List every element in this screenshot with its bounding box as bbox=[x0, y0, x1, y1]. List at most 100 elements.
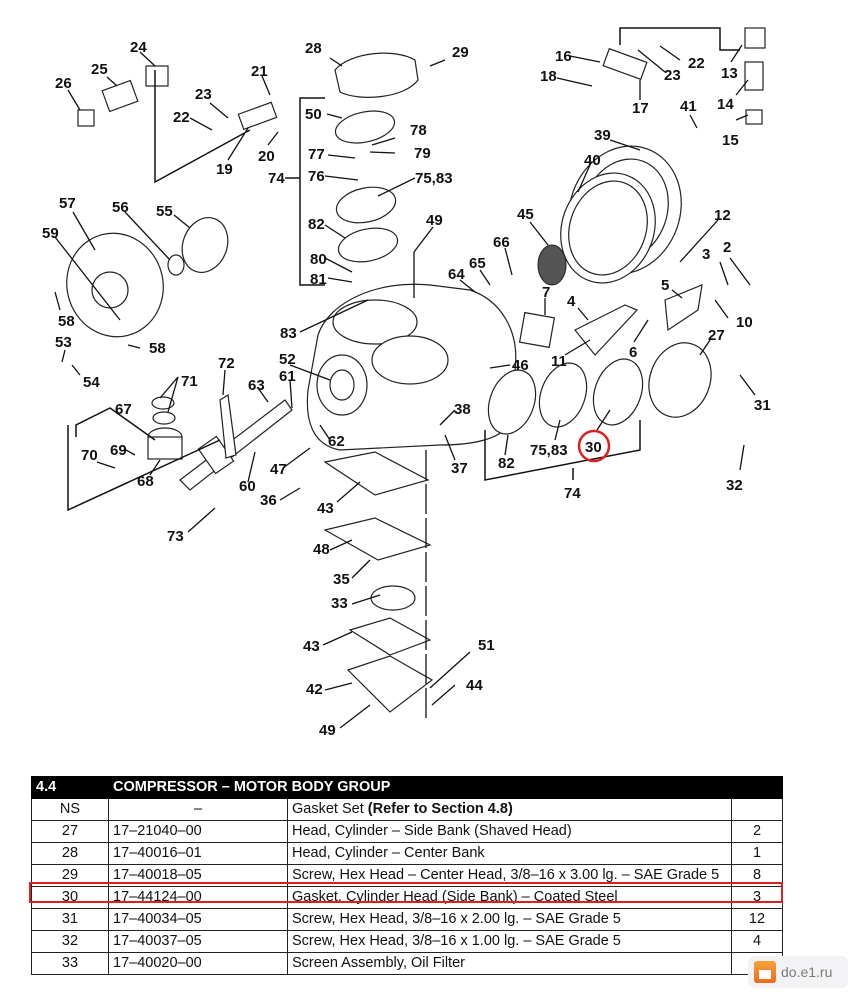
callout-68: 68 bbox=[137, 473, 154, 490]
cell-ns: 27 bbox=[31, 820, 109, 843]
terminal-plate-7 bbox=[518, 311, 556, 349]
watermark-text: do.e1.ru bbox=[781, 964, 833, 980]
cell-part-number: 17–40020–00 bbox=[108, 952, 288, 975]
cell-part-number: – bbox=[108, 798, 288, 821]
rotor-45 bbox=[537, 244, 567, 286]
cell-ns: 29 bbox=[31, 864, 109, 887]
callout-35: 35 bbox=[333, 571, 350, 588]
terminal-box-4 bbox=[574, 304, 639, 356]
gasket-40-inner bbox=[568, 180, 648, 276]
screen-33 bbox=[370, 585, 416, 611]
piston-rings-71b bbox=[152, 411, 176, 425]
callout-15: 15 bbox=[722, 132, 739, 149]
table-row: 27 17–21040–00 Head, Cylinder – Side Ban… bbox=[31, 820, 783, 843]
callout-55: 55 bbox=[156, 203, 173, 220]
callout-58-right: 58 bbox=[149, 340, 166, 357]
callout-39: 39 bbox=[594, 127, 611, 144]
watermark[interactable]: do.e1.ru bbox=[748, 956, 848, 988]
pump-end-bore bbox=[91, 271, 129, 309]
description-text: Gasket Set bbox=[292, 801, 368, 817]
callout-10: 10 bbox=[736, 314, 753, 331]
callout-73: 73 bbox=[167, 528, 184, 545]
e1-logo-icon bbox=[754, 961, 776, 983]
cell-description: Head, Cylinder – Center Bank bbox=[287, 842, 732, 865]
callout-11: 11 bbox=[551, 353, 567, 370]
callout-72: 72 bbox=[218, 355, 235, 372]
piston-rings-71a bbox=[151, 396, 175, 410]
table-row: 32 17–40037–05 Screw, Hex Head, 3/8–16 x… bbox=[31, 930, 783, 953]
parts-list-table: 4.4 COMPRESSOR – MOTOR BODY GROUP NS – G… bbox=[31, 776, 783, 975]
callout-29: 29 bbox=[452, 44, 469, 61]
crankshaft-60 bbox=[179, 399, 293, 491]
section-title: COMPRESSOR – MOTOR BODY GROUP bbox=[108, 776, 783, 799]
cell-ns: NS bbox=[31, 798, 109, 821]
callout-71: 71 bbox=[181, 373, 198, 390]
gasket-82-top bbox=[337, 227, 399, 263]
side-head-27 bbox=[648, 342, 712, 418]
callout-45: 45 bbox=[517, 206, 534, 223]
gasket-55 bbox=[181, 217, 229, 273]
cell-ns: 33 bbox=[31, 952, 109, 975]
table-row: 28 17–40016–01 Head, Cylinder – Center B… bbox=[31, 842, 783, 865]
callout-48: 48 bbox=[313, 541, 330, 558]
callout-82-side: 82 bbox=[498, 455, 515, 472]
callout-81: 81 bbox=[310, 271, 327, 288]
callout-21: 21 bbox=[251, 63, 268, 80]
callout-19: 19 bbox=[216, 161, 233, 178]
crankcase-bearing-inner bbox=[329, 369, 355, 401]
callout-12: 12 bbox=[714, 207, 731, 224]
callout-49-top: 49 bbox=[426, 212, 443, 229]
gasket-82-side bbox=[487, 369, 537, 435]
cell-description: Screen Assembly, Oil Filter bbox=[287, 952, 732, 975]
cell-qty: 3 bbox=[731, 886, 783, 909]
cell-part-number: 17–40037–05 bbox=[108, 930, 288, 953]
cell-part-number: 17–44124–00 bbox=[108, 886, 288, 909]
cell-part-number: 17–21040–00 bbox=[108, 820, 288, 843]
table-row: NS – Gasket Set (Refer to Section 4.8) bbox=[31, 798, 783, 821]
callout-23-right: 23 bbox=[664, 67, 681, 84]
callout-54: 54 bbox=[83, 374, 100, 391]
callout-27: 27 bbox=[708, 327, 725, 344]
gasket-30 bbox=[592, 358, 644, 426]
callout-30: 30 bbox=[585, 439, 602, 456]
crankcase-top-flange bbox=[332, 299, 418, 345]
callout-58-left: 58 bbox=[58, 313, 75, 330]
cell-qty: 8 bbox=[731, 864, 783, 887]
cell-ns: 30 bbox=[31, 886, 109, 909]
table-row-highlighted: 30 17–44124–00 Gasket, Cylinder Head (Si… bbox=[31, 886, 783, 909]
cap-15 bbox=[745, 109, 763, 125]
callout-44: 44 bbox=[466, 677, 483, 694]
callout-64: 64 bbox=[448, 266, 465, 283]
gasket-50 bbox=[334, 110, 396, 144]
callout-40: 40 bbox=[584, 152, 601, 169]
callout-labels: 24 25 26 21 23 22 19 20 28 29 50 78 77 7… bbox=[42, 39, 771, 739]
fitting-13 bbox=[744, 27, 766, 49]
callout-24: 24 bbox=[130, 39, 147, 56]
callout-57: 57 bbox=[59, 195, 76, 212]
callout-22: 22 bbox=[173, 109, 190, 126]
callout-47: 47 bbox=[270, 461, 287, 478]
callout-79: 79 bbox=[414, 145, 431, 162]
valve-body-19 bbox=[237, 101, 278, 131]
callout-22-right: 22 bbox=[688, 55, 705, 72]
fitting-14 bbox=[744, 61, 764, 91]
group-brackets bbox=[67, 27, 740, 512]
cell-ns: 31 bbox=[31, 908, 109, 931]
callout-70: 70 bbox=[81, 447, 98, 464]
highlight-circle bbox=[577, 429, 611, 463]
table-section-header: 4.4 COMPRESSOR – MOTOR BODY GROUP bbox=[31, 776, 783, 799]
cell-description: Head, Cylinder – Side Bank (Shaved Head) bbox=[287, 820, 732, 843]
callout-26: 26 bbox=[55, 75, 72, 92]
callout-36: 36 bbox=[260, 492, 277, 509]
callout-28: 28 bbox=[305, 40, 322, 57]
valve-plate-side bbox=[538, 362, 588, 428]
callout-4: 4 bbox=[567, 293, 576, 310]
bottom-plate-42 bbox=[346, 655, 434, 713]
callout-17: 17 bbox=[632, 100, 649, 117]
cap-26 bbox=[77, 109, 95, 127]
leader-lines bbox=[54, 44, 756, 729]
cell-description: Screw, Hex Head – Center Head, 3/8–16 x … bbox=[287, 864, 732, 887]
callout-75-83-top: 75,83 bbox=[415, 170, 453, 187]
table-row: 31 17–40034–05 Screw, Hex Head, 3/8–16 x… bbox=[31, 908, 783, 931]
callout-51: 51 bbox=[478, 637, 495, 654]
